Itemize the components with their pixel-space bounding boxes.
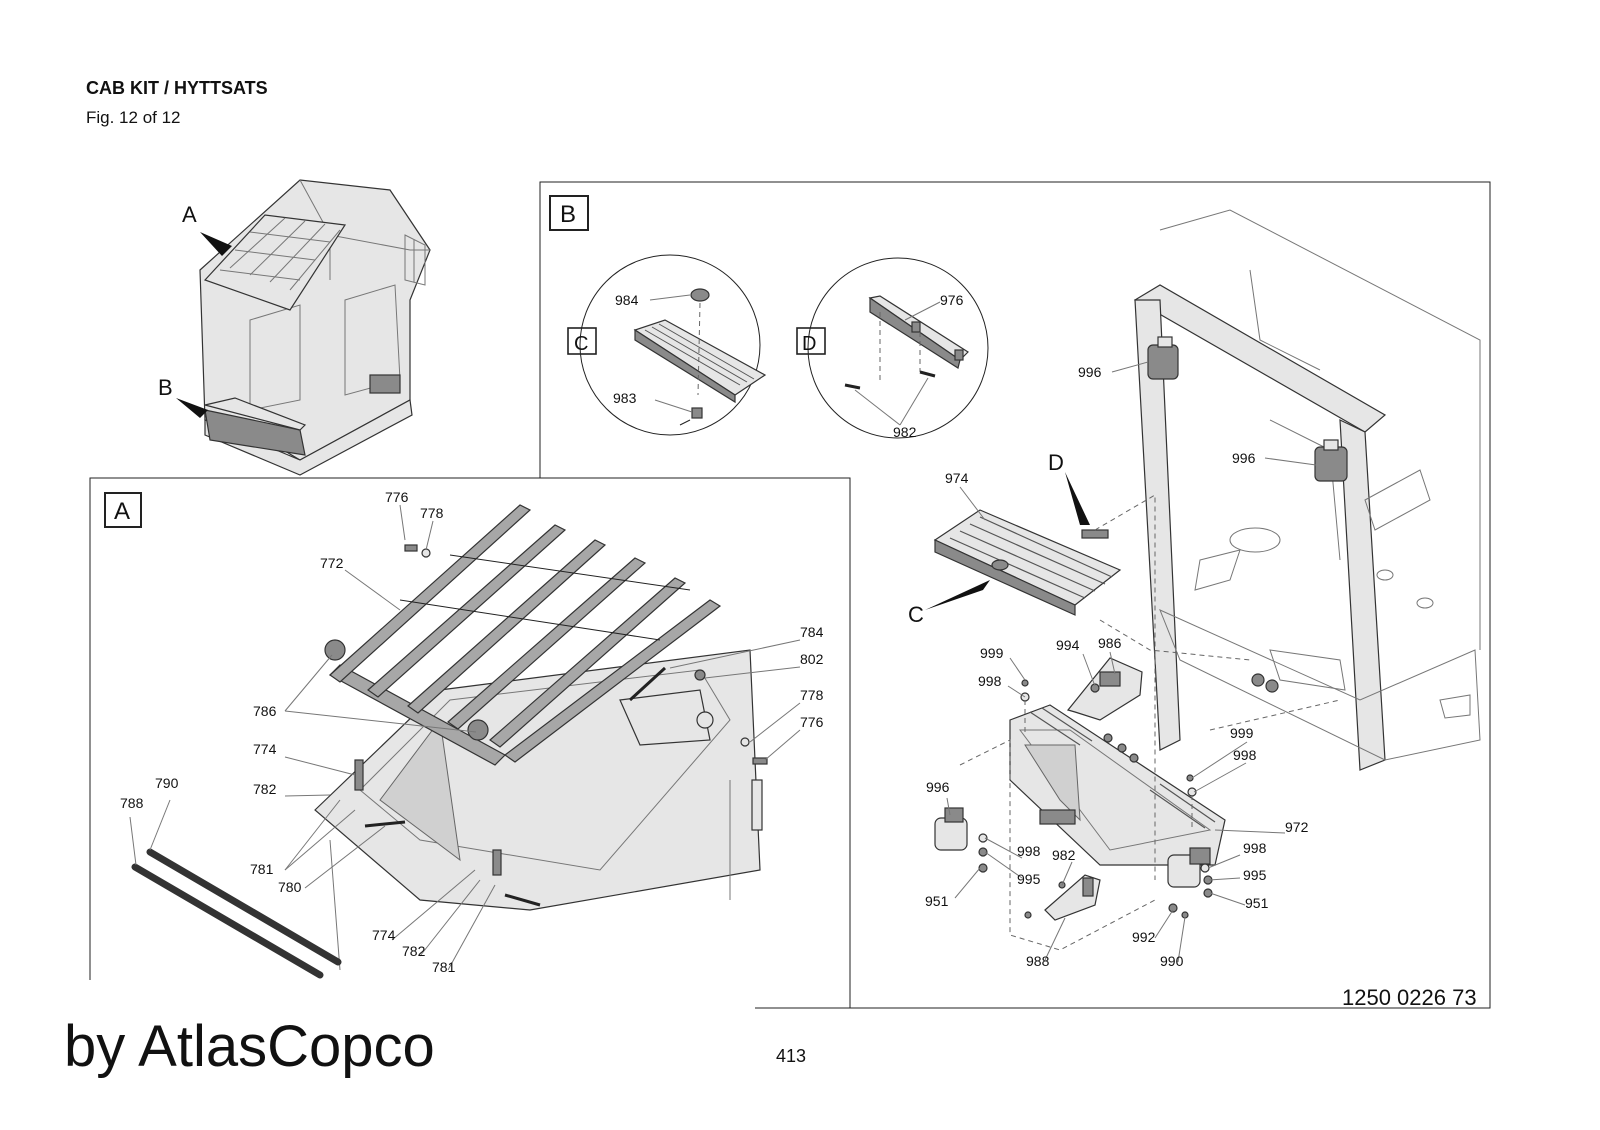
work-lamps-upper — [1147, 336, 1348, 482]
page-title: CAB KIT / HYTTSATS — [86, 78, 268, 98]
panel-b-label: B — [560, 201, 576, 228]
part-label-774: 774 — [253, 741, 277, 757]
part-label-802: 802 — [800, 651, 824, 667]
overview-callout-a: A — [182, 202, 197, 227]
detail-d-bracket — [844, 295, 969, 390]
detail-d-label-box — [796, 327, 826, 355]
part-label-995: 995 — [1017, 871, 1041, 887]
part-label-998-c: 998 — [1017, 843, 1041, 859]
part-label-976: 976 — [940, 292, 964, 308]
part-label-772: 772 — [320, 555, 344, 571]
part-label-786: 786 — [253, 703, 277, 719]
part-label-988: 988 — [1026, 953, 1050, 969]
overview-callout-b: B — [158, 375, 173, 400]
part-label-951-b: 951 — [1245, 895, 1269, 911]
callout-d: D — [1048, 450, 1064, 475]
part-label-995-b: 995 — [1243, 867, 1267, 883]
part-label-782-b: 782 — [402, 943, 426, 959]
part-label-974: 974 — [945, 470, 969, 486]
part-label-951: 951 — [925, 893, 949, 909]
part-label-996-b: 996 — [1232, 450, 1256, 466]
callout-d-pointer — [1065, 472, 1090, 525]
panel-a-label: A — [114, 498, 130, 525]
part-label-999-b: 999 — [1230, 725, 1254, 741]
part-label-790: 790 — [155, 775, 179, 791]
part-label-996-c: 996 — [926, 779, 950, 795]
part-label-778: 778 — [420, 505, 444, 521]
knob-right — [467, 719, 489, 741]
panel-b-hardware — [978, 679, 1213, 919]
part-label-994: 994 — [1056, 637, 1080, 653]
panel-a-roof-guard — [324, 504, 768, 907]
part-label-996: 996 — [1078, 364, 1102, 380]
part-label-982: 982 — [1052, 847, 1076, 863]
part-label-776: 776 — [385, 489, 409, 505]
knob-left — [324, 639, 346, 661]
panel-a-leaders — [129, 504, 801, 971]
part-label-784: 784 — [800, 624, 824, 640]
part-label-782: 782 — [253, 781, 277, 797]
step-974 — [933, 509, 1122, 616]
part-label-986: 986 — [1098, 635, 1122, 651]
panel-b-assembly-guides — [959, 494, 1341, 951]
panel-a-rods — [131, 848, 342, 979]
part-label-983: 983 — [613, 390, 637, 406]
brand-text: by AtlasCopco — [64, 1014, 435, 1079]
part-label-998: 998 — [978, 673, 1002, 689]
detail-c-label-box — [567, 327, 597, 355]
page-number: 413 — [776, 1046, 807, 1066]
callout-a-pointer — [200, 232, 232, 256]
document-number: 1250 0226 73 — [1342, 985, 1477, 1010]
work-lamps-lower — [934, 807, 1211, 888]
part-label-780: 780 — [278, 879, 302, 895]
callout-c: C — [908, 602, 924, 627]
panel-b-leaders — [946, 361, 1317, 963]
part-label-776-b: 776 — [800, 714, 824, 730]
part-label-998-d: 998 — [1243, 840, 1267, 856]
bracket-988 — [1044, 874, 1101, 921]
part-label-990: 990 — [1160, 953, 1184, 969]
detail-c-label: C — [574, 333, 588, 355]
callout-b-pointer — [176, 398, 208, 418]
step-box-972 — [1009, 704, 1226, 866]
panel-b-label-box — [549, 195, 589, 231]
panel-b-cab-frame — [1133, 209, 1481, 771]
part-label-774-b: 774 — [372, 927, 396, 943]
panel-a-frame — [89, 477, 851, 1008]
cab-overview-drawing — [199, 179, 431, 476]
detail-c-step — [633, 288, 767, 426]
part-label-778-b: 778 — [800, 687, 824, 703]
part-label-999: 999 — [980, 645, 1004, 661]
part-label-992: 992 — [1132, 929, 1156, 945]
panel-b-frame — [539, 181, 1491, 1009]
part-label-788: 788 — [120, 795, 144, 811]
part-label-982-d: 982 — [893, 424, 917, 440]
panel-a-label-box — [104, 492, 142, 528]
part-label-972: 972 — [1285, 819, 1309, 835]
detail-d-circle — [807, 257, 989, 439]
part-label-998-b: 998 — [1233, 747, 1257, 763]
detail-c-circle — [579, 254, 761, 436]
bracket-986 — [1066, 657, 1143, 721]
detail-d-label: D — [802, 333, 816, 355]
part-label-781-b: 781 — [432, 959, 456, 975]
callout-c-pointer — [925, 580, 990, 610]
part-label-781: 781 — [250, 861, 274, 877]
figure-number: Fig. 12 of 12 — [86, 108, 181, 127]
part-label-984: 984 — [615, 292, 639, 308]
